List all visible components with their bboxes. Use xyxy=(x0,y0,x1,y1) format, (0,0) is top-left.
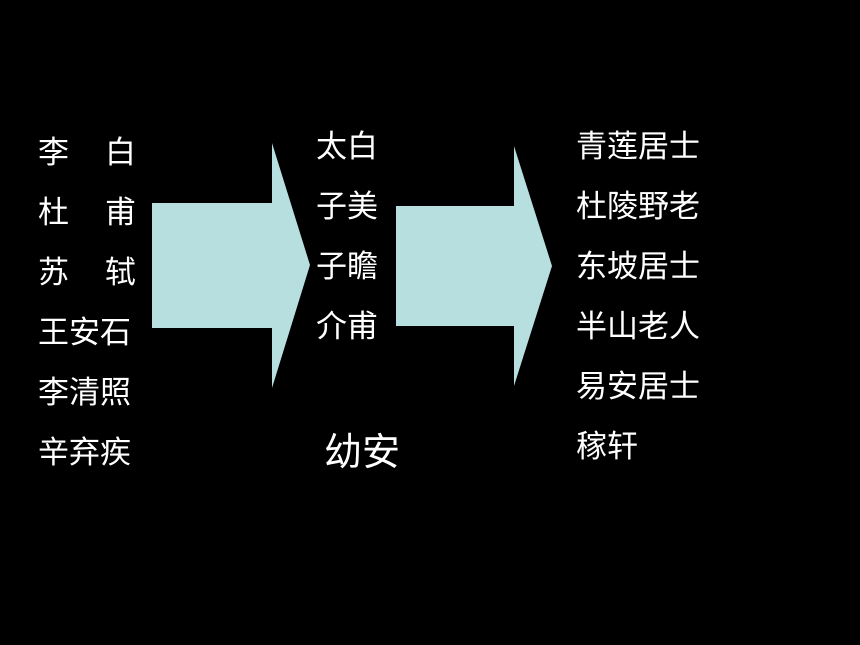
name-part: 轼 xyxy=(105,255,136,291)
list-item: 子瞻 xyxy=(316,249,378,285)
list-item: 太白 xyxy=(316,129,378,165)
name-part: 白 xyxy=(105,135,136,171)
name-part: 李 xyxy=(38,135,69,171)
list-item: 半山老人 xyxy=(576,309,700,345)
list-item: 稼轩 xyxy=(576,429,638,465)
name-part: 李清照 xyxy=(38,375,131,411)
list-item: 王安石 xyxy=(38,303,136,363)
list-item: 易安居士 xyxy=(576,369,700,405)
name-part: 杜 xyxy=(38,195,69,231)
list-item: 杜陵野老 xyxy=(576,189,700,225)
list-item: 辛弃疾 xyxy=(38,423,136,483)
list-item: 苏轼 xyxy=(38,243,136,303)
name-part: 辛弃疾 xyxy=(38,435,131,471)
name-part: 甫 xyxy=(105,195,136,231)
list-item: 李白 xyxy=(38,123,136,183)
right-arrow-icon xyxy=(396,146,552,386)
list-item: 李清照 xyxy=(38,363,136,423)
poet-names-list: 李白杜甫苏轼王安石李清照辛弃疾 xyxy=(38,123,136,483)
courtesy-names-list: 太白子美子瞻介甫 xyxy=(316,117,378,357)
list-item: 杜甫 xyxy=(38,183,136,243)
name-part: 苏 xyxy=(38,255,69,291)
right-arrow-icon xyxy=(152,143,310,388)
list-item: 介甫 xyxy=(316,309,378,345)
list-item: 东坡居士 xyxy=(576,249,700,285)
courtesy-name-extra: 幼安 xyxy=(324,430,401,474)
style-names-list: 青莲居士杜陵野老东坡居士半山老人易安居士稼轩 xyxy=(576,117,700,477)
name-part: 王安石 xyxy=(38,315,131,351)
list-item: 青莲居士 xyxy=(576,129,700,165)
list-item: 子美 xyxy=(316,189,378,225)
